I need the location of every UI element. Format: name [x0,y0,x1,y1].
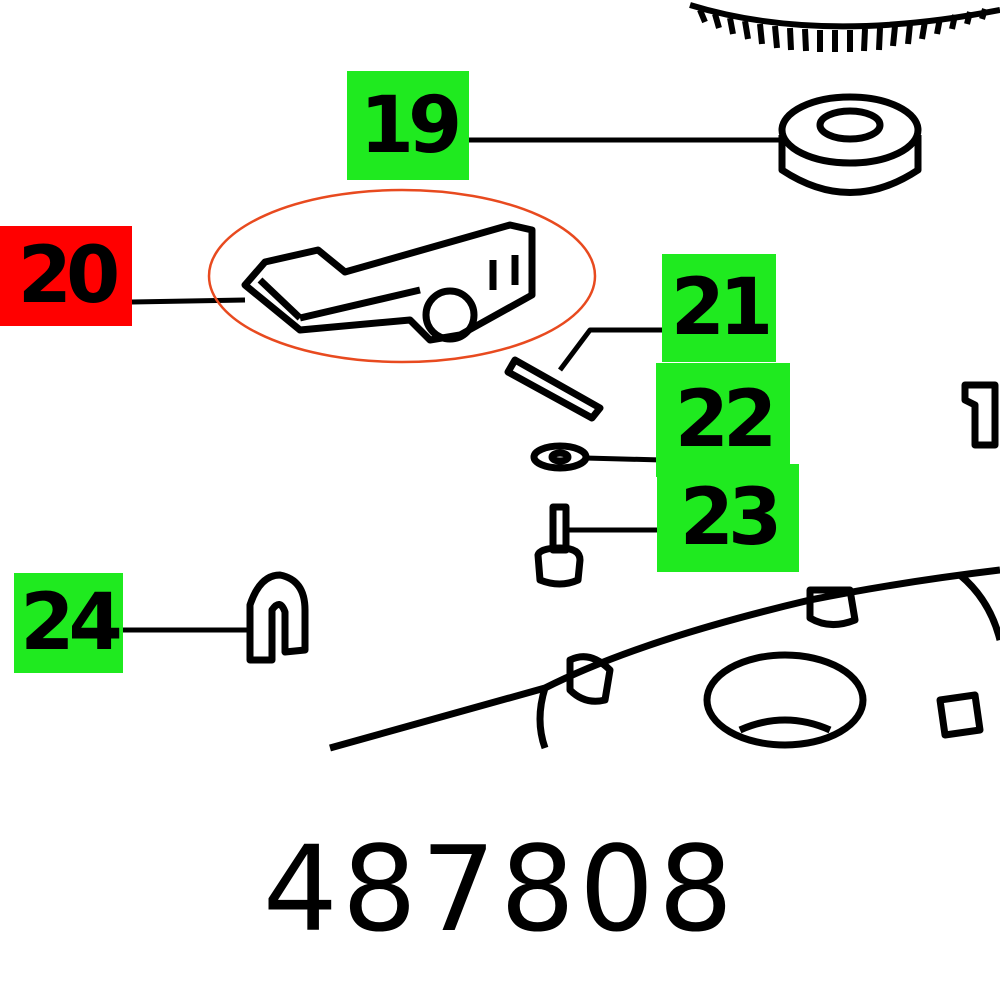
callout-23[interactable]: 23 [657,464,799,572]
gear-part [689,2,1000,52]
part-20-lever [241,221,536,344]
leader-line-20 [131,297,246,305]
callout-24[interactable]: 24 [14,573,123,673]
leader-line-22 [584,455,663,463]
part-19-bearing [778,93,922,196]
leader-lines [122,137,780,633]
callout-20[interactable]: 20 [0,226,132,326]
part-23-screw [534,503,584,588]
part-22-washer [530,442,590,472]
part-21-pin [504,356,604,422]
part-number: 487808 [262,820,738,958]
highlight-ellipse [207,188,597,364]
callout-19[interactable]: 19 [347,71,469,180]
part-fragment-right [961,381,999,449]
callout-22[interactable]: 22 [656,363,790,477]
leader-line-21 [558,327,662,372]
callout-21[interactable]: 21 [662,254,776,362]
part-24-clip [246,571,309,664]
housing-part [329,566,1000,752]
